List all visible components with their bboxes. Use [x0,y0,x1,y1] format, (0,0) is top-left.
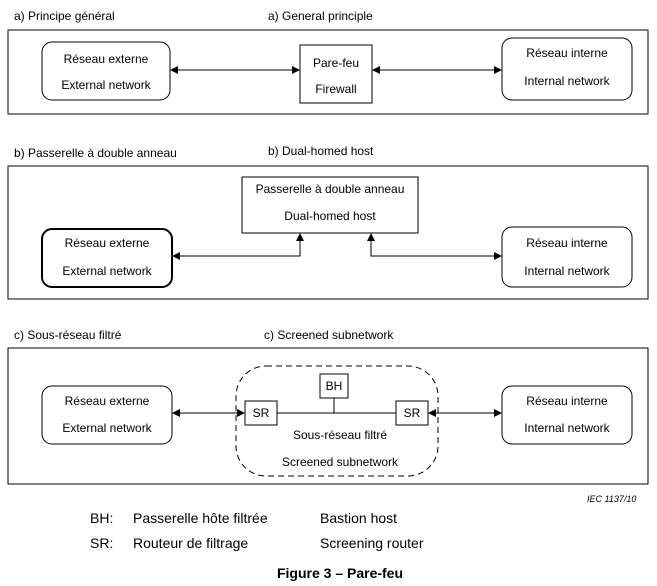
legend-en-bh: Bastion host [320,510,398,526]
internal-network-a-fr: Réseau interne [526,46,608,60]
internal-network-c-fr: Réseau interne [526,394,608,408]
external-network-a-fr: Réseau externe [63,52,149,66]
legend-en-sr: Screening router [320,535,424,551]
legend-abbr-sr: SR: [90,535,114,551]
section-b-label-fr: b) Passerelle à double anneau [14,146,177,160]
firewall-en: Firewall [315,82,357,96]
legend-fr-sr: Routeur de filtrage [133,535,249,551]
screened-subnetwork-en: Screened subnetwork [281,455,399,469]
firewall-box [299,44,373,104]
arrow-host-int [367,233,502,260]
internal-network-box-c [501,385,633,445]
section-a-label-en: a) General principle [268,9,373,23]
screened-subnetwork-fr: Sous-réseau filtré [292,428,388,442]
screening-router-right-box [395,400,429,426]
section-b-frame [7,165,649,300]
bastion-host-label: BH [325,379,343,393]
dual-homed-host-box [241,176,419,234]
internal-network-b-en: Internal network [524,264,610,278]
section-c-label-en: c) Screened subnetwork [264,328,394,342]
external-network-b-fr: Réseau externe [64,236,150,250]
external-network-c-en: External network [62,421,152,435]
legend-abbr-bh: BH: [90,510,114,526]
figure-caption: Figure 3 – Pare-feu [276,565,404,581]
section-a-frame [7,29,649,115]
external-network-a-en: External network [61,78,151,92]
figure-reference: IEC 1137/10 [587,494,637,504]
external-network-b-en: External network [62,264,152,278]
screened-subnetwork-region [235,365,439,477]
section-c-frame [7,347,649,485]
external-network-c-fr: Réseau externe [64,394,150,408]
internal-network-box-a [501,37,633,101]
screening-router-right-label: SR [403,406,421,420]
dual-homed-host-en: Dual-homed host [284,209,376,223]
legend-fr-bh: Passerelle hôte filtrée [133,510,268,526]
internal-network-box-b [501,226,633,288]
dual-homed-host-fr: Passerelle à double anneau [255,182,405,196]
bastion-host-box [319,373,349,399]
screening-router-left-label: SR [252,406,270,420]
section-c-label-fr: c) Sous-réseau filtré [14,328,122,342]
arrow-ext-host [172,233,304,260]
section-b-label-en: b) Dual-homed host [268,144,374,158]
screening-router-left-box [244,400,278,426]
internal-network-b-fr: Réseau interne [526,236,608,250]
internal-network-a-en: Internal network [524,74,610,88]
section-a-label-fr: a) Principe général [14,9,115,23]
firewall-fr: Pare-feu [312,56,360,70]
internal-network-c-en: Internal network [524,421,610,435]
